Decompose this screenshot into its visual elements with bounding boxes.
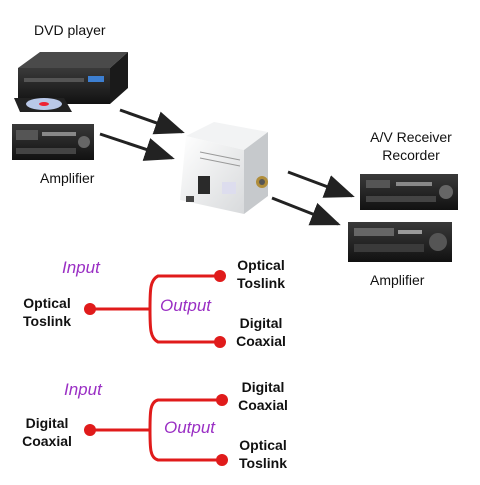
av-receiver-label: A/V Receiver Recorder xyxy=(358,128,464,164)
output-label-2a-line1: Digital xyxy=(241,379,285,395)
amplifier-output-label: Amplifier xyxy=(370,272,425,288)
input-label-1: Input xyxy=(62,258,100,277)
output-label-1b-line1: Digital xyxy=(239,315,283,331)
amplifier-input-label: Amplifier xyxy=(40,170,95,186)
output-label-2b-line1: Optical xyxy=(239,437,287,453)
arrow-box-to-amp xyxy=(271,196,341,226)
source-label-1: Optical Toslink xyxy=(16,294,78,330)
signal-split-2 xyxy=(90,398,220,462)
output-dot-2b xyxy=(216,454,228,466)
source-label-2-line2: Coaxial xyxy=(22,433,72,449)
arrow-dvd-to-box xyxy=(119,108,185,135)
output-label-2a-line2: Coaxial xyxy=(238,397,288,413)
av-receiver-icon xyxy=(360,174,458,210)
output-dot-1b xyxy=(214,336,226,348)
source-label-1-line1: Optical xyxy=(23,295,71,311)
av-receiver-label-line2: Recorder xyxy=(382,147,440,163)
output-label-1: Output xyxy=(160,296,212,315)
output-label-1b: Digital Coaxial xyxy=(230,314,292,350)
output-label-2b: Optical Toslink xyxy=(232,436,294,472)
source-label-2: Digital Coaxial xyxy=(16,414,78,450)
input-label-2: Input xyxy=(64,380,102,399)
arrow-amp-to-box xyxy=(99,132,175,161)
output-label-2b-line2: Toslink xyxy=(239,455,287,471)
source-label-1-line2: Toslink xyxy=(23,313,71,329)
output-label-2a: Digital Coaxial xyxy=(232,378,294,414)
arrow-box-to-receiver xyxy=(287,170,355,198)
output-dot-2a xyxy=(216,394,228,406)
dvd-player-icon xyxy=(14,52,128,112)
output-label-1b-line2: Coaxial xyxy=(236,333,286,349)
converter-box-icon xyxy=(180,122,268,214)
output-label-1a-line2: Toslink xyxy=(237,275,285,291)
output-label-1a-line1: Optical xyxy=(237,257,285,273)
amplifier-output-icon xyxy=(348,222,452,262)
signal-split-1 xyxy=(90,274,218,344)
av-receiver-label-line1: A/V Receiver xyxy=(370,129,452,145)
output-label-2: Output xyxy=(164,418,216,437)
source-label-2-line1: Digital xyxy=(25,415,69,431)
output-label-1a: Optical Toslink xyxy=(230,256,292,292)
input-dot-2 xyxy=(84,424,96,436)
dvd-player-label: DVD player xyxy=(34,22,106,38)
output-dot-1a xyxy=(214,270,226,282)
amplifier-input-icon xyxy=(12,124,94,160)
input-dot-1 xyxy=(84,303,96,315)
